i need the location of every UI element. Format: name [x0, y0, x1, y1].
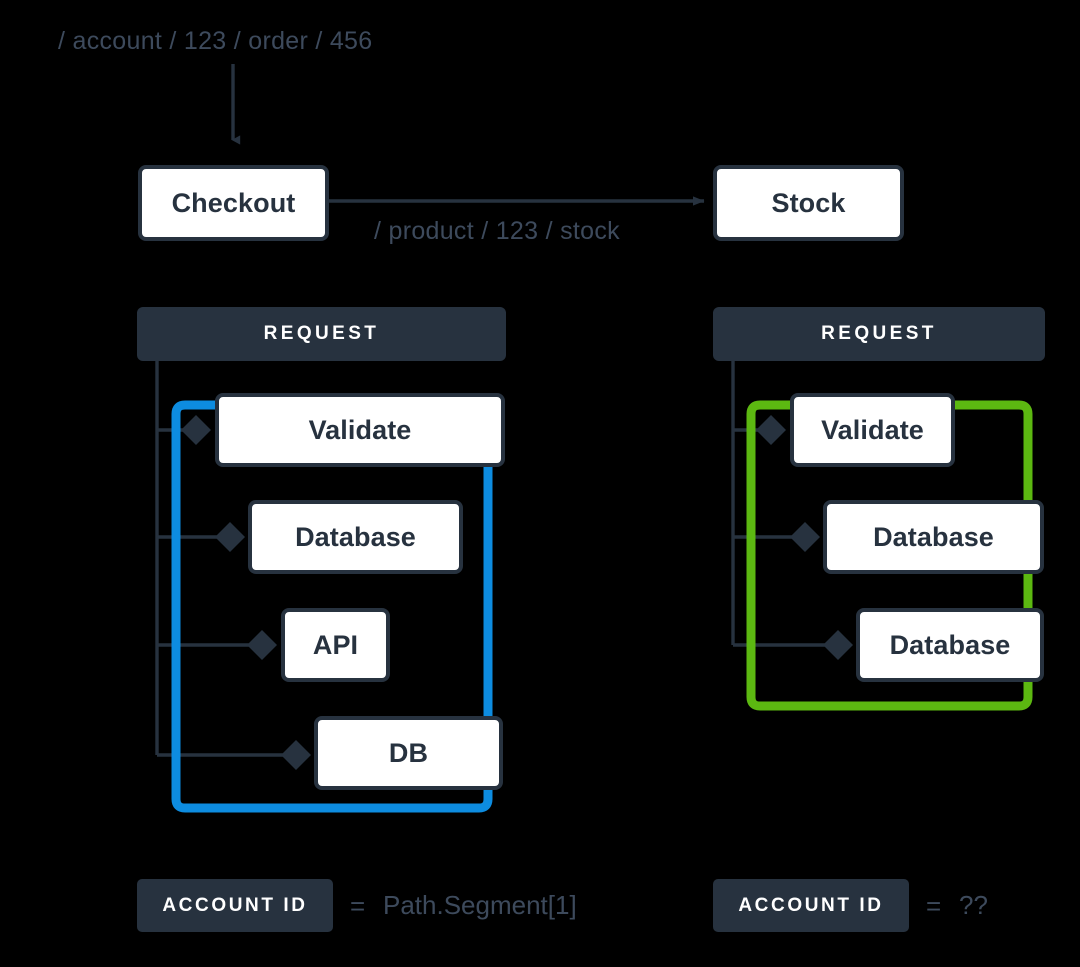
span-node-database-left[interactable]: Database — [248, 500, 463, 574]
incoming-request-path: / account / 123 / order / 456 — [58, 27, 373, 55]
right-panel-diamonds — [756, 415, 853, 660]
left-panel-diamonds — [181, 415, 311, 770]
left-account-id-value: Path.Segment[1] — [383, 890, 577, 920]
service-node-checkout[interactable]: Checkout — [138, 165, 329, 241]
right-account-id-value: ?? — [959, 890, 988, 920]
right-request-header: REQUEST — [713, 307, 1045, 361]
right-account-id-badge: ACCOUNT ID — [713, 879, 909, 932]
span-node-api-left[interactable]: API — [281, 608, 390, 682]
span-node-database-right-1[interactable]: Database — [823, 500, 1044, 574]
left-blue-trace — [171, 400, 493, 813]
span-node-validate-left[interactable]: Validate — [215, 393, 505, 467]
service-node-stock[interactable]: Stock — [713, 165, 904, 241]
left-request-header: REQUEST — [137, 307, 506, 361]
span-node-db-left[interactable]: DB — [314, 716, 503, 790]
span-node-database-right-2[interactable]: Database — [856, 608, 1044, 682]
right-account-id-equals: = — [926, 891, 942, 921]
span-node-validate-right[interactable]: Validate — [790, 393, 955, 467]
left-account-id-equals: = — [350, 891, 366, 921]
left-account-id-badge: ACCOUNT ID — [137, 879, 333, 932]
edge-label-product-stock: / product / 123 / stock — [374, 217, 620, 245]
